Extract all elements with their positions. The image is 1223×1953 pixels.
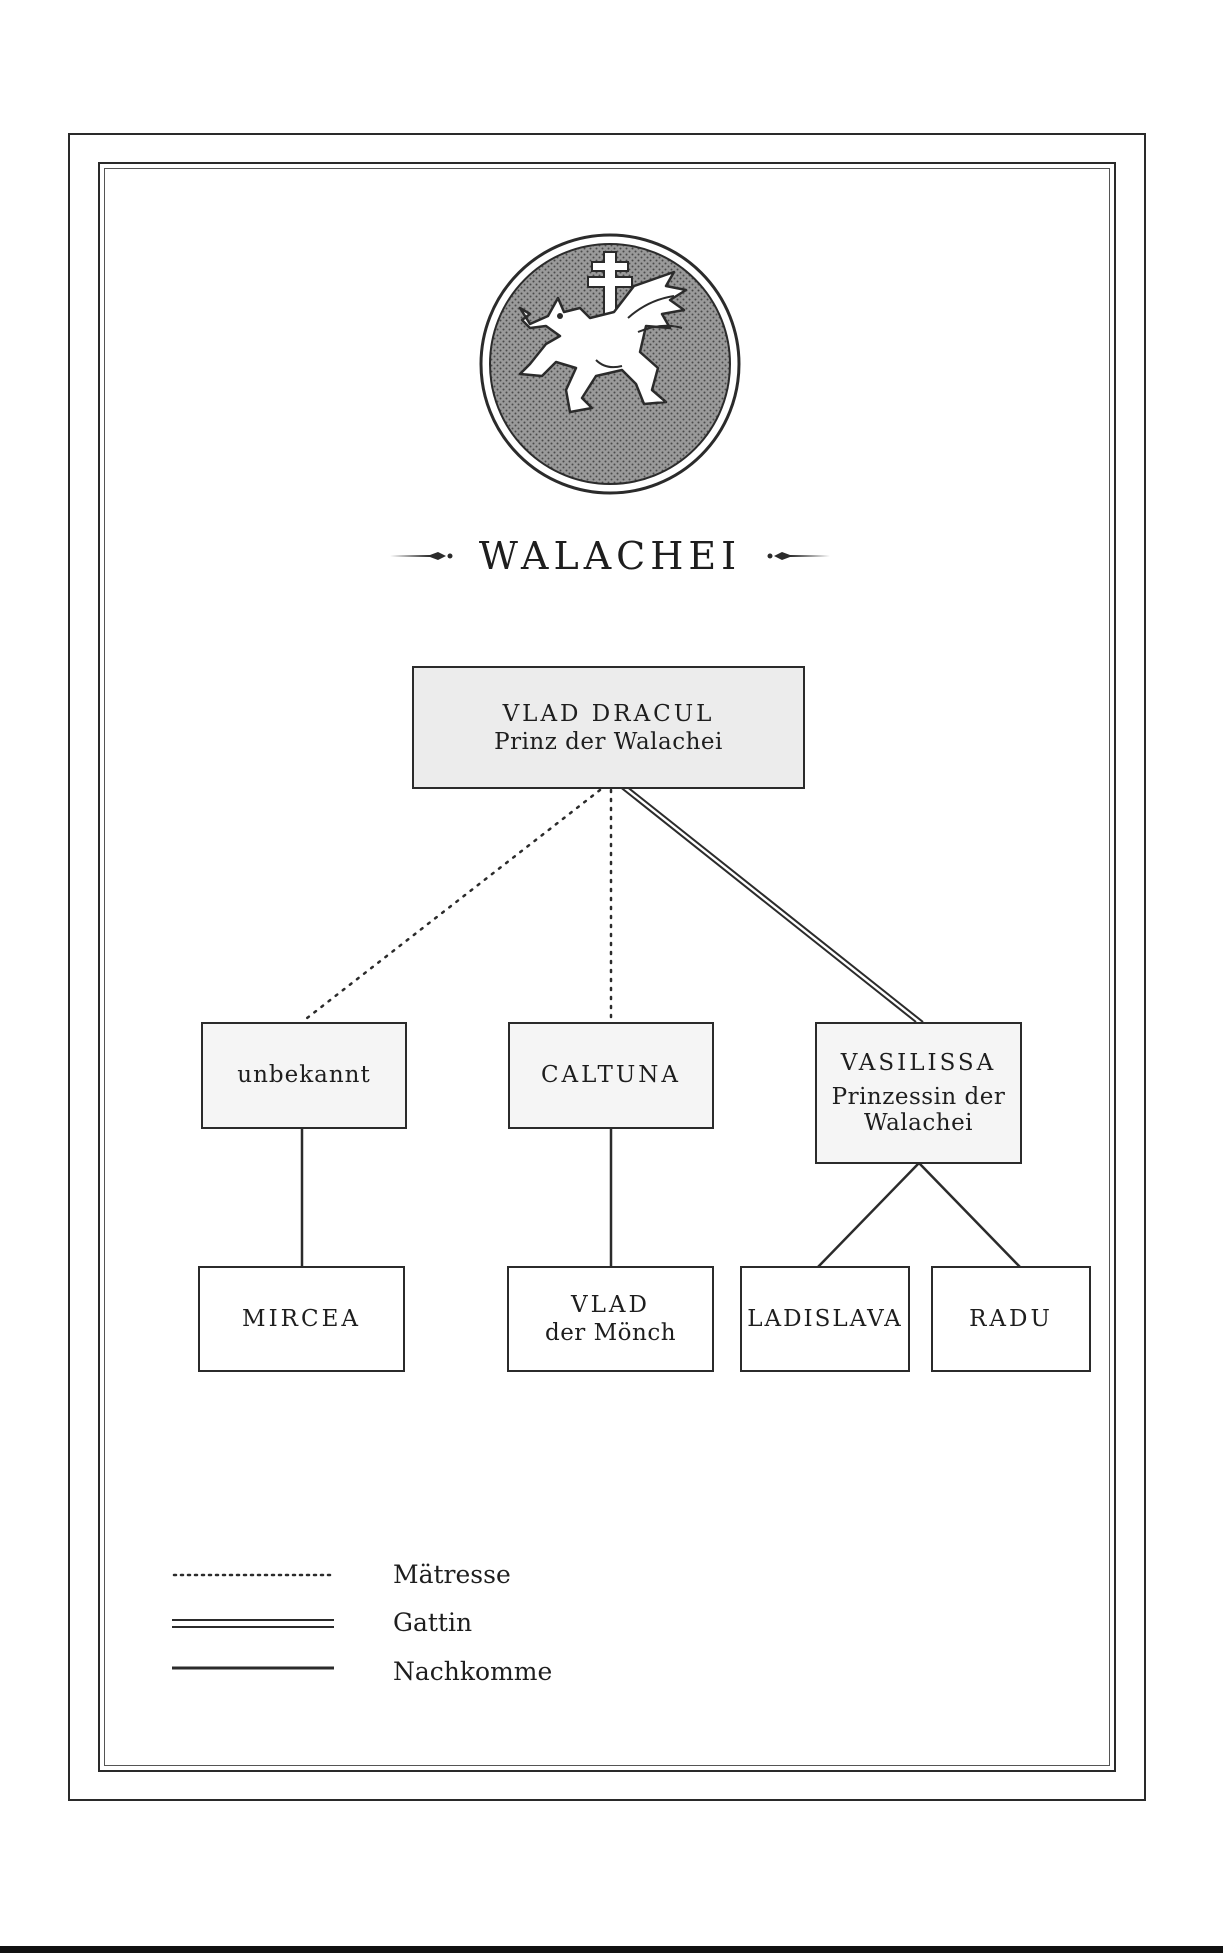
frame-inner-line <box>104 168 1110 1766</box>
left-ornament-icon <box>390 552 453 560</box>
node-name: VLAD <box>571 1292 650 1319</box>
node-subtitle: Prinz der Walachei <box>494 728 723 755</box>
line-vasilissa-radu <box>918 1162 1021 1268</box>
line-dracul-vasilissa-b <box>625 785 924 1023</box>
node-name: RADU <box>969 1305 1053 1332</box>
node-name: CALTUNA <box>540 1062 682 1089</box>
node-vlad-dracul: VLAD DRACUL Prinz der Walachei <box>412 666 805 789</box>
node-vlad-moench: VLAD der Mönch <box>507 1266 714 1372</box>
node-vasilissa: VASILISSA Prinzessin der Walachei <box>815 1022 1022 1164</box>
frame-inner <box>98 162 1116 1772</box>
node-name: VLAD DRACUL <box>502 700 715 727</box>
right-ornament-icon <box>767 552 830 560</box>
node-subtitle: der Mönch <box>544 1320 677 1347</box>
node-mircea: MIRCEA <box>198 1266 405 1372</box>
node-name: LADISLAVA <box>747 1305 903 1332</box>
title-row: WALACHEI <box>390 528 830 584</box>
page-title: WALACHEI <box>478 534 742 578</box>
node-name: VASILISSA <box>840 1050 997 1077</box>
node-ladislava: LADISLAVA <box>740 1266 910 1372</box>
line-vasilissa-ladislava <box>817 1162 920 1268</box>
node-subtitle-line2: Walachei <box>863 1110 974 1137</box>
legend-label-descendant: Nachkomme <box>393 1657 553 1686</box>
dragon-seal-icon <box>479 233 741 495</box>
node-radu: RADU <box>931 1266 1091 1372</box>
node-subtitle-line1: Prinzessin der <box>831 1083 1006 1110</box>
legend-label-spouse: Gattin <box>393 1608 473 1637</box>
node-unbekannt: unbekannt <box>201 1022 407 1129</box>
legend-label-mistress: Mätresse <box>393 1560 511 1589</box>
bottom-edge-bar <box>0 1946 1223 1953</box>
node-caltuna: CALTUNA <box>508 1022 714 1129</box>
frame-outer <box>68 133 1146 1801</box>
line-dracul-unbekannt <box>300 788 602 1024</box>
node-name: unbekannt <box>237 1061 371 1088</box>
line-dracul-vasilissa-a <box>618 785 917 1023</box>
node-name: MIRCEA <box>242 1305 361 1332</box>
